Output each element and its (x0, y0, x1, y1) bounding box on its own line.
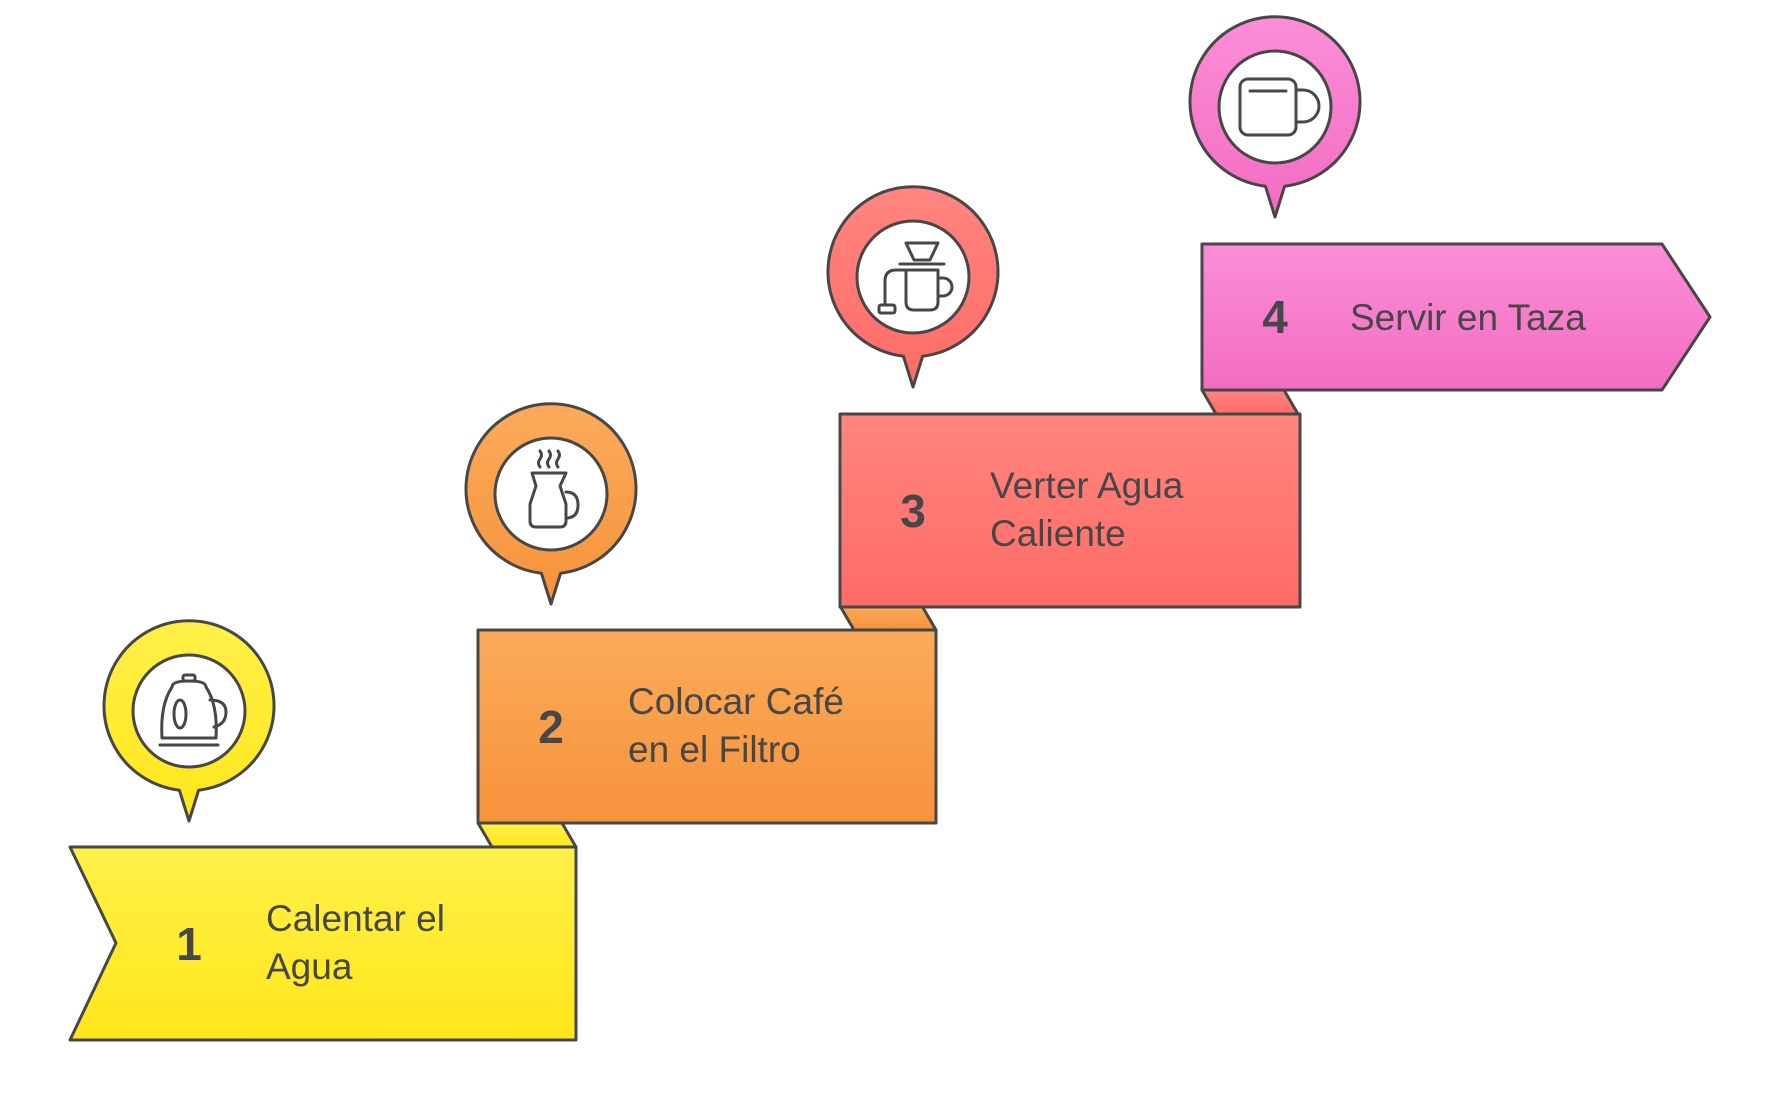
kettle-icon (158, 673, 228, 747)
pour-over-icon (877, 241, 954, 315)
step-1-box (68, 845, 578, 1042)
step-1-label-line-1: Calentar el (266, 898, 445, 939)
step-1-pin (102, 619, 276, 823)
step-2-box (476, 628, 938, 825)
step-4-label: Servir en Taza (1350, 297, 1586, 338)
step-3: 3 Verter Agua Caliente (826, 185, 1302, 609)
step-3-label-line-1: Verter Agua (990, 465, 1184, 506)
step-4: 4 Servir en Taza (1188, 15, 1712, 392)
step-3-box (838, 412, 1302, 609)
step-2-pin (464, 402, 638, 606)
step-2-number: 2 (538, 701, 564, 753)
step-2: 2 Colocar Café en el Filtro (464, 402, 938, 825)
step-3-label-line-2: Caliente (990, 513, 1126, 554)
step-3-pin (826, 185, 1000, 389)
mug-icon (1238, 77, 1321, 137)
step-2-label-line-1: Colocar Café (628, 681, 844, 722)
step-2-fold (838, 604, 938, 632)
step-1-label-line-2: Agua (266, 946, 353, 987)
step-4-number: 4 (1262, 291, 1288, 343)
step-1: 1 Calentar el Agua (68, 619, 578, 1042)
step-3-number: 3 (900, 485, 926, 537)
step-4-box (1200, 242, 1712, 392)
step-4-pin (1188, 15, 1362, 219)
coffee-pot-icon (528, 449, 580, 529)
step-2-label-line-2: en el Filtro (628, 729, 801, 770)
step-3-fold (1200, 388, 1300, 416)
step-1-number: 1 (176, 918, 202, 970)
step-1-fold (476, 821, 578, 849)
